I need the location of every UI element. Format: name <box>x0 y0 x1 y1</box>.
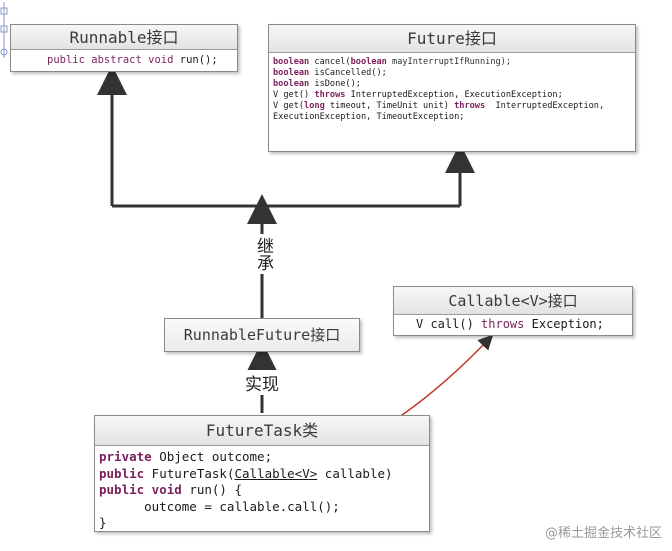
callable-interface-box: Callable<V>接口 V call() throws Exception; <box>393 286 633 336</box>
watermark: @稀土掘金技术社区 <box>544 526 662 541</box>
future-code-line: V get(long timeout, TimeUnit unit) throw… <box>273 101 631 112</box>
code-token: isDone(); <box>309 79 361 89</box>
code-token: throws <box>481 317 525 331</box>
code-token: run() { <box>181 482 243 497</box>
code-token: Exception; <box>524 317 604 331</box>
code-token: V get( <box>273 101 305 111</box>
code-token: ExecutionException, TimeoutException; <box>273 112 465 122</box>
future-task-code-line: public FutureTask(Callable<V> callable) <box>99 466 429 483</box>
future-code-line: boolean isDone(); <box>273 79 631 90</box>
future-code-line: boolean isCancelled(); <box>273 68 631 79</box>
future-code-line: boolean cancel(boolean mayInterruptIfRun… <box>273 57 631 68</box>
future-task-code-line: outcome = callable.call(); <box>99 499 429 516</box>
code-token: mayInterruptIfRunning); <box>386 57 512 67</box>
code-token: boolean <box>350 57 387 67</box>
code-token: boolean <box>273 57 310 67</box>
future-code-line: ExecutionException, TimeoutException; <box>273 112 631 123</box>
future-code-line: V get() throws InterruptedException, Exe… <box>273 90 631 101</box>
code-token: run(); <box>173 54 218 66</box>
code-token: V get() <box>273 90 315 100</box>
future-task-code-line: private Object outcome; <box>99 449 429 466</box>
code-token: public <box>99 465 145 481</box>
callable-code-line: V call() throws Exception; <box>416 317 632 331</box>
callable-title: Callable<V>接口 <box>394 287 632 315</box>
runnablefuture-interface-box: RunnableFuture接口 <box>164 318 360 352</box>
runnable-code-line: public abstract void run(); <box>47 54 237 66</box>
code-token: V call() <box>416 317 482 331</box>
runnable-body: public abstract void run(); <box>11 50 237 66</box>
inherit-label: 继承 <box>251 234 276 274</box>
code-token: Callable<V> <box>234 465 318 481</box>
code-token: throws <box>454 101 486 111</box>
code-token: boolean <box>273 79 310 89</box>
side-ruler-fragment <box>0 2 8 58</box>
implement-label: 实现 <box>243 370 281 395</box>
code-token: boolean <box>273 68 310 78</box>
callable-body: V call() throws Exception; <box>394 315 632 331</box>
future-task-code-line: public void run() { <box>99 482 429 499</box>
runnable-title: Runnable接口 <box>11 25 237 50</box>
runnable-interface-box: Runnable接口 public abstract void run(); <box>10 24 238 72</box>
code-token: isCancelled(); <box>309 68 387 78</box>
futuretask-class-box: FutureTask类 private Object outcome;publi… <box>94 415 430 532</box>
code-token: callable) <box>317 465 393 481</box>
code-token: long <box>304 101 325 111</box>
code-token: InterruptedException, ExecutionException… <box>345 90 563 100</box>
code-token: Object outcome; <box>151 449 273 464</box>
future-interface-box: Future接口 boolean cancel(boolean mayInter… <box>268 24 636 152</box>
code-token: public void <box>99 482 182 497</box>
code-token: } <box>99 515 107 530</box>
code-token: FutureTask( <box>144 465 235 481</box>
futuretask-body: private Object outcome;public FutureTask… <box>95 446 429 532</box>
code-token: cancel( <box>309 57 351 67</box>
future-task-code-line: } <box>99 515 429 532</box>
code-token: public abstract void <box>47 54 174 66</box>
code-token: private <box>99 449 152 464</box>
code-token: throws <box>314 90 346 100</box>
future-body: boolean cancel(boolean mayInterruptIfRun… <box>269 53 635 123</box>
future-title: Future接口 <box>269 25 635 53</box>
futuretask-title: FutureTask类 <box>95 416 429 446</box>
code-token: InterruptedException, <box>485 101 605 111</box>
code-token: timeout, TimeUnit unit) <box>324 101 455 111</box>
runnablefuture-title: RunnableFuture接口 <box>165 319 359 351</box>
code-token: outcome = callable.call(); <box>99 498 340 514</box>
